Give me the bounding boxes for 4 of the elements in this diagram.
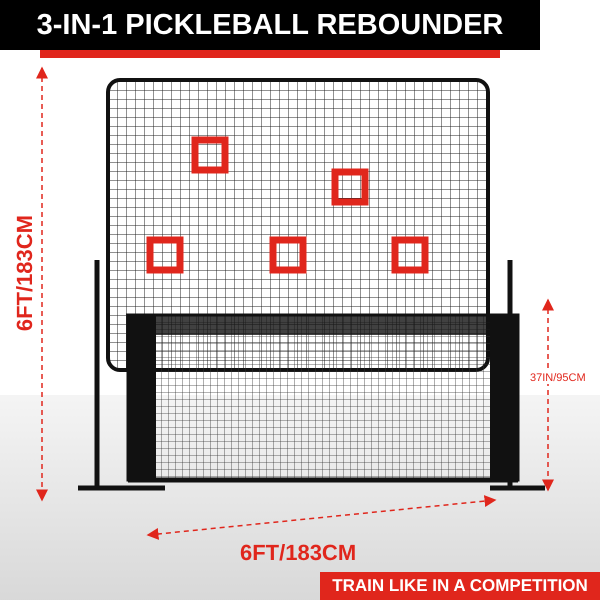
slogan-banner: TRAIN LIKE IN A COMPETITION	[320, 572, 600, 600]
dimension-label: 37IN/95CM	[530, 372, 586, 384]
title-banner: 3-IN-1 PICKLEBALL REBOUNDER	[0, 0, 540, 50]
dimension-label: 6FT/183CM	[240, 540, 356, 566]
